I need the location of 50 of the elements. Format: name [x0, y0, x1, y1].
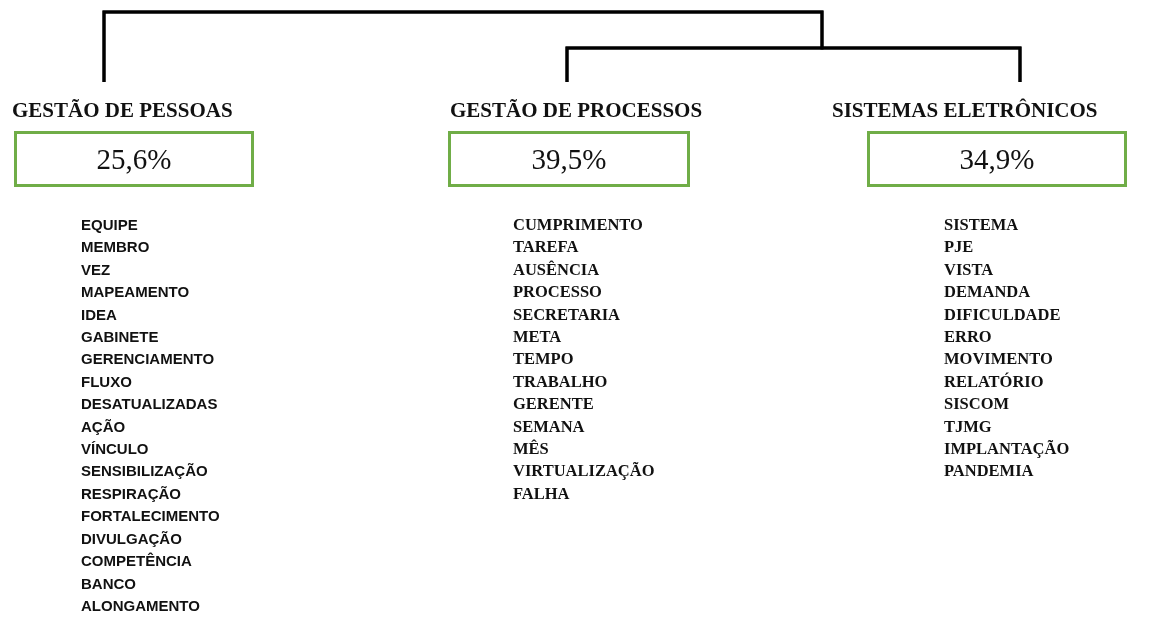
keyword: AUSÊNCIA: [513, 258, 601, 281]
keyword: META: [513, 326, 563, 349]
keyword: FORTALECIMENTO: [81, 506, 220, 527]
keyword: COMPETÊNCIA: [81, 551, 193, 572]
keyword: ERRO: [944, 326, 993, 349]
keyword: SISCOM: [944, 393, 1011, 416]
keyword: DEMANDA: [944, 281, 1032, 304]
keyword: SEMANA: [513, 415, 586, 438]
dendrogram-line: [565, 46, 1022, 82]
keyword: GERENTE: [513, 393, 595, 416]
keyword: RESPIRAÇÃO: [81, 483, 182, 504]
keyword: IMPLANTAÇÃO: [944, 438, 1070, 461]
keyword: TJMG: [944, 415, 993, 438]
keyword: MOVIMENTO: [944, 348, 1054, 371]
category-heading: GESTÃO DE PROCESSOS: [450, 97, 703, 123]
category-heading: SISTEMAS ELETRÔNICOS: [832, 97, 1098, 123]
keyword: VISTA: [944, 258, 995, 281]
percentage-box: 34,9%: [867, 131, 1127, 187]
keyword: VIRTUALIZAÇÃO: [513, 460, 655, 483]
keyword: MÊS: [513, 438, 550, 461]
percentage-box: 39,5%: [448, 131, 690, 187]
keyword: VEZ: [81, 259, 112, 280]
keyword: PROCESSO: [513, 281, 603, 304]
keyword: SECRETARIA: [513, 303, 621, 326]
keyword: ALONGAMENTO: [81, 595, 201, 616]
keyword: DIFICULDADE: [944, 303, 1062, 326]
keyword: SENSIBILIZAÇÃO: [81, 461, 209, 482]
keyword: PANDEMIA: [944, 460, 1035, 483]
keyword: GERENCIAMENTO: [81, 349, 216, 370]
keyword: CUMPRIMENTO: [513, 214, 644, 236]
keyword: IDEA: [81, 304, 118, 325]
keyword: GABINETE: [81, 327, 160, 348]
keyword: EQUIPE: [81, 215, 139, 235]
keyword: MAPEAMENTO: [81, 282, 191, 303]
keyword: TAREFA: [513, 236, 580, 259]
keyword: VÍNCULO: [81, 439, 150, 460]
keyword: BANCO: [81, 573, 137, 594]
keyword: FALHA: [513, 482, 571, 505]
keyword: TRABALHO: [513, 370, 609, 393]
keyword: AÇÃO: [81, 416, 127, 437]
keyword: MEMBRO: [81, 237, 151, 258]
keyword: FLUXO: [81, 371, 133, 392]
category-heading: GESTÃO DE PESSOAS: [12, 97, 233, 123]
keyword: SISTEMA: [944, 214, 1020, 236]
keyword: PJE: [944, 236, 975, 259]
keyword: DIVULGAÇÃO: [81, 528, 183, 549]
keyword: RELATÓRIO: [944, 370, 1045, 393]
keyword: DESATUALIZADAS: [81, 394, 219, 415]
keyword: TEMPO: [513, 348, 575, 371]
percentage-box: 25,6%: [14, 131, 254, 187]
